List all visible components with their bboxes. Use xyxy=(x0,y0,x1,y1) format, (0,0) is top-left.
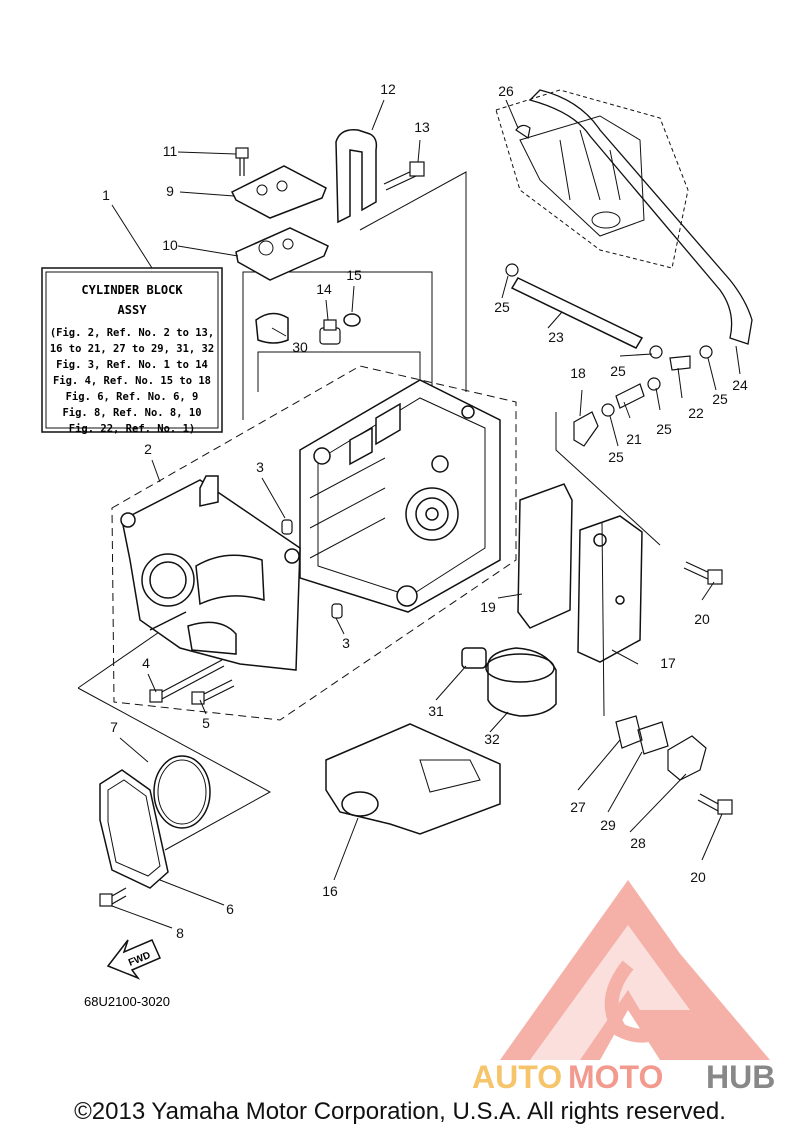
callout-25: 25 xyxy=(656,421,672,437)
fwd-arrow: FWD xyxy=(106,939,161,980)
callout-25: 25 xyxy=(608,449,624,465)
legend-line: Fig. 3, Ref. No. 1 to 14 xyxy=(56,359,208,371)
legend-box: CYLINDER BLOCK ASSY (Fig. 2, Ref. No. 2 … xyxy=(41,267,223,435)
callout-1: 1 xyxy=(102,187,110,203)
callout-22: 22 xyxy=(688,405,704,421)
exhaust-cover xyxy=(577,515,643,663)
copyright-notice: ©2013 Yamaha Motor Corporation, U.S.A. A… xyxy=(74,1098,726,1125)
callout-26: 26 xyxy=(498,83,514,99)
callout-labels: 1 2 3 3 4 5 6 7 8 9 10 11 12 13 14 15 16… xyxy=(102,81,748,941)
base-gasket xyxy=(325,723,501,835)
legend-line: (Fig. 2, Ref. No. 2 to 13, xyxy=(50,327,214,339)
bolt xyxy=(149,659,235,705)
legend-line: Fig. 8, Ref. No. 8, 10 xyxy=(62,407,201,419)
gasket xyxy=(235,227,329,281)
legend-title: CYLINDER BLOCK xyxy=(81,283,183,297)
callout-2: 2 xyxy=(144,441,152,457)
callout-31: 31 xyxy=(428,703,444,719)
hose xyxy=(528,89,753,345)
bolt xyxy=(383,161,425,191)
exhaust-gasket xyxy=(517,483,573,629)
callout-5: 5 xyxy=(202,715,210,731)
hose-fitting xyxy=(573,355,691,447)
cover-plate xyxy=(99,769,169,889)
callout-23: 23 xyxy=(548,329,564,345)
upper-casing xyxy=(495,89,689,269)
callout-3: 3 xyxy=(256,459,264,475)
brand-auto: AUTO xyxy=(472,1059,562,1095)
legend-subtitle: ASSY xyxy=(118,303,148,317)
crankcase xyxy=(120,475,301,671)
callout-18: 18 xyxy=(570,365,586,381)
callout-10: 10 xyxy=(162,237,178,253)
callout-20: 20 xyxy=(694,611,710,627)
bracket xyxy=(335,129,378,224)
oil-filter xyxy=(461,647,557,717)
hose-clamp xyxy=(505,263,713,417)
callout-6: 6 xyxy=(226,901,234,917)
o-ring xyxy=(153,755,211,829)
plug xyxy=(319,319,341,345)
cylinder-block xyxy=(299,379,501,613)
hose-clamp xyxy=(515,124,531,139)
callout-32: 32 xyxy=(484,731,500,747)
callout-15: 15 xyxy=(346,267,362,283)
thermostat-parts xyxy=(615,715,707,781)
screw xyxy=(235,147,249,176)
callout-11: 11 xyxy=(163,143,178,159)
callout-13: 13 xyxy=(414,119,430,135)
callout-19: 19 xyxy=(480,599,496,615)
callout-28: 28 xyxy=(630,835,646,851)
dowel-pin xyxy=(281,519,343,619)
watermark-brand: AUTO MOTO HUB xyxy=(472,1059,775,1095)
brand-moto: MOTO xyxy=(568,1059,663,1095)
callout-29: 29 xyxy=(600,817,616,833)
callout-16: 16 xyxy=(322,883,338,899)
callout-7: 7 xyxy=(110,719,118,735)
bolt xyxy=(683,561,733,815)
callout-3: 3 xyxy=(342,635,350,651)
bolt xyxy=(99,887,127,907)
callout-21: 21 xyxy=(626,431,642,447)
legend-line: Fig. 22, Ref. No. 1) xyxy=(69,423,195,435)
washer xyxy=(343,313,361,327)
callout-30: 30 xyxy=(292,339,308,355)
plate xyxy=(230,165,327,219)
legend-line: Fig. 4, Ref. No. 15 to 18 xyxy=(53,375,211,387)
callout-17: 17 xyxy=(660,655,676,671)
part-code: 68U2100-3020 xyxy=(84,994,170,1009)
callout-14: 14 xyxy=(316,281,332,297)
callout-4: 4 xyxy=(142,655,150,671)
callout-27: 27 xyxy=(570,799,586,815)
brand-hub: HUB xyxy=(706,1059,775,1095)
callout-25: 25 xyxy=(712,391,728,407)
legend-line: 16 to 21, 27 to 29, 31, 32 xyxy=(50,343,214,355)
callout-25: 25 xyxy=(610,363,626,379)
callout-25: 25 xyxy=(494,299,510,315)
leader-lines xyxy=(111,99,741,929)
callout-9: 9 xyxy=(166,183,174,199)
callout-20: 20 xyxy=(690,869,706,885)
callout-12: 12 xyxy=(380,81,396,97)
callout-24: 24 xyxy=(732,377,748,393)
legend-line: Fig. 6, Ref. No. 6, 9 xyxy=(66,391,199,403)
automotohub-logo xyxy=(500,880,770,1060)
callout-8: 8 xyxy=(176,925,184,941)
hose-tube xyxy=(510,277,644,349)
